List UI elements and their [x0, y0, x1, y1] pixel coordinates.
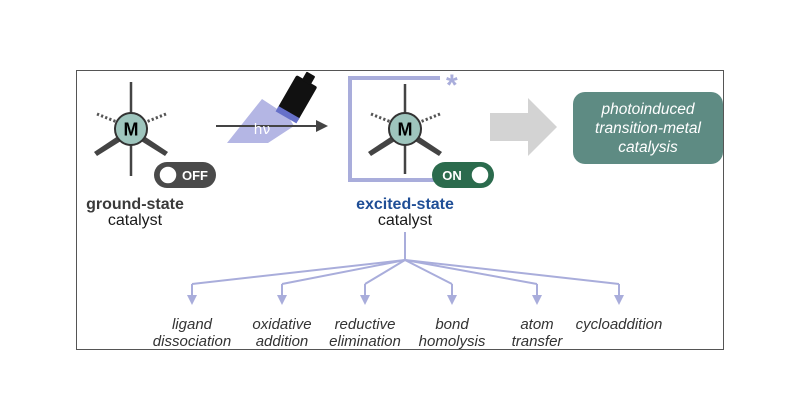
ground-state-subtitle: catalyst: [107, 212, 163, 229]
step-line-1: atom: [520, 316, 554, 333]
excited-star: *: [446, 69, 458, 102]
result-line-1: photoinduced: [601, 100, 695, 118]
ground-state-complex: M: [94, 82, 168, 176]
reaction-arrowhead: [316, 120, 328, 132]
diagram-frame: [76, 70, 724, 350]
step-oxidative-addition: oxidative addition: [227, 316, 337, 350]
dashed-bond: [419, 112, 441, 124]
metal-label: M: [124, 120, 139, 140]
on-toggle-label: ON: [442, 168, 462, 183]
light-label: hν: [254, 122, 271, 138]
step-line-1: cycloaddition: [575, 316, 663, 333]
lamp-icon: [275, 71, 317, 124]
step-bond-homolysis: bond homolysis: [397, 316, 507, 350]
step-cycloaddition: cycloaddition: [564, 316, 674, 333]
wedge-bond: [415, 136, 442, 156]
step-line-1: bond: [435, 316, 469, 333]
metal-label: M: [398, 120, 413, 140]
metal-center: [114, 112, 148, 146]
metal-center: [388, 112, 422, 146]
on-toggle: ON: [432, 162, 494, 188]
step-line-2: elimination: [329, 333, 401, 350]
result-line-3: catalysis: [618, 138, 678, 156]
result-text: photoinduced transition-metal catalysis: [595, 100, 701, 157]
step-line-2: transfer: [511, 333, 563, 350]
step-atom-transfer: atom transfer: [482, 316, 592, 350]
excited-state-bracket: *: [348, 69, 458, 182]
step-line-2: homolysis: [418, 333, 486, 350]
wedge-bond: [141, 136, 168, 156]
wedge-bond: [94, 136, 121, 156]
result-box: photoinduced transition-metal catalysis: [573, 92, 723, 164]
step-line-1: ligand: [171, 316, 213, 333]
off-toggle: OFF: [154, 162, 216, 188]
excited-state-subtitle: catalyst: [377, 212, 433, 229]
branch-arrows: [187, 232, 624, 305]
dashed-bond: [370, 112, 392, 124]
step-line-1: reductive: [334, 316, 396, 333]
off-toggle-label: OFF: [182, 168, 208, 183]
excited-state-title: excited-state: [356, 196, 454, 213]
step-reductive-elimination: reductive elimination: [310, 316, 420, 350]
light-source: hν: [216, 71, 328, 143]
dashed-bond: [145, 112, 167, 124]
step-ligand-dissociation: ligand dissociation: [137, 316, 247, 350]
dashed-bond: [96, 112, 118, 124]
step-line-2: dissociation: [152, 333, 232, 350]
step-line-1: oxidative: [252, 316, 312, 333]
big-arrow: [490, 98, 557, 156]
step-line-2: addition: [255, 333, 309, 350]
result-line-2: transition-metal: [595, 119, 701, 137]
wedge-bond: [368, 136, 395, 156]
ground-state-title: ground-state: [86, 196, 184, 213]
excited-state-complex: M: [368, 84, 442, 174]
